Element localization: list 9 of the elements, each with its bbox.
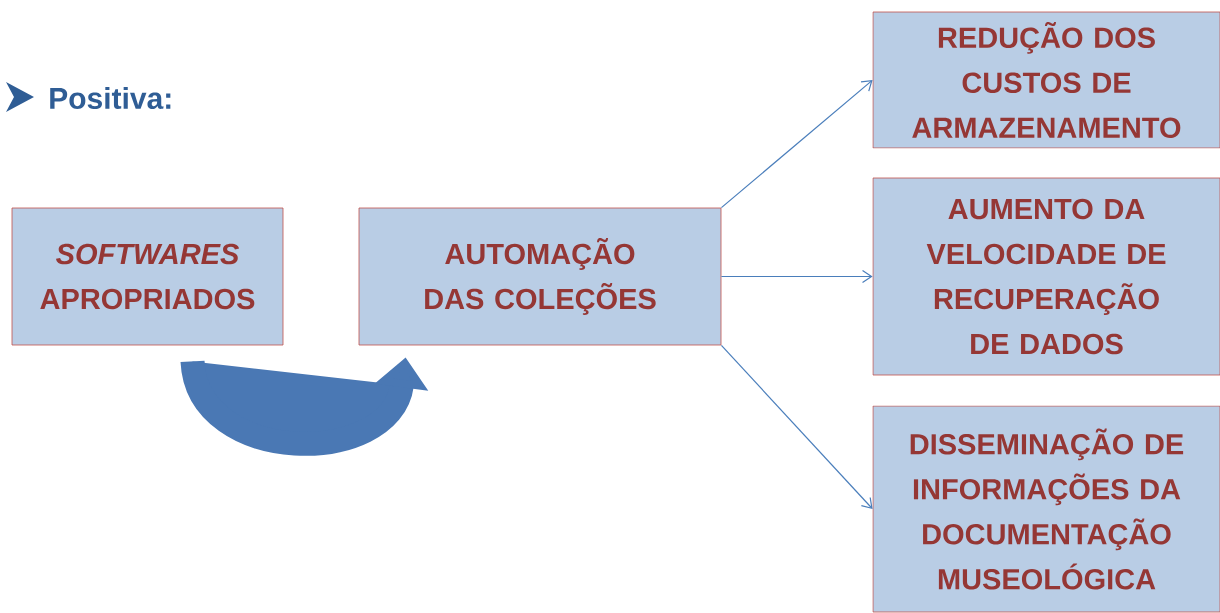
arrow [720,344,873,509]
process-box: AUTOMAÇÃO DAS COLEÇÕES [358,207,722,346]
process-box: SOFTWARES APROPRIADOS [11,207,284,346]
process-box: REDUÇÃO DOS CUSTOS DE ARMAZENAMENTO [872,11,1220,149]
process-box: DISSEMINAÇÃO DE INFORMAÇÕES DA DOCUMENTAÇÃO MUSEOLÓGICA [872,405,1220,613]
process-box: AUMENTO DA VELOCIDADE DE RECUPERAÇÃO DE DADOS [872,177,1220,376]
arrow [720,269,873,284]
arrow [720,80,873,209]
heading: Positiva: [50,87,171,109]
